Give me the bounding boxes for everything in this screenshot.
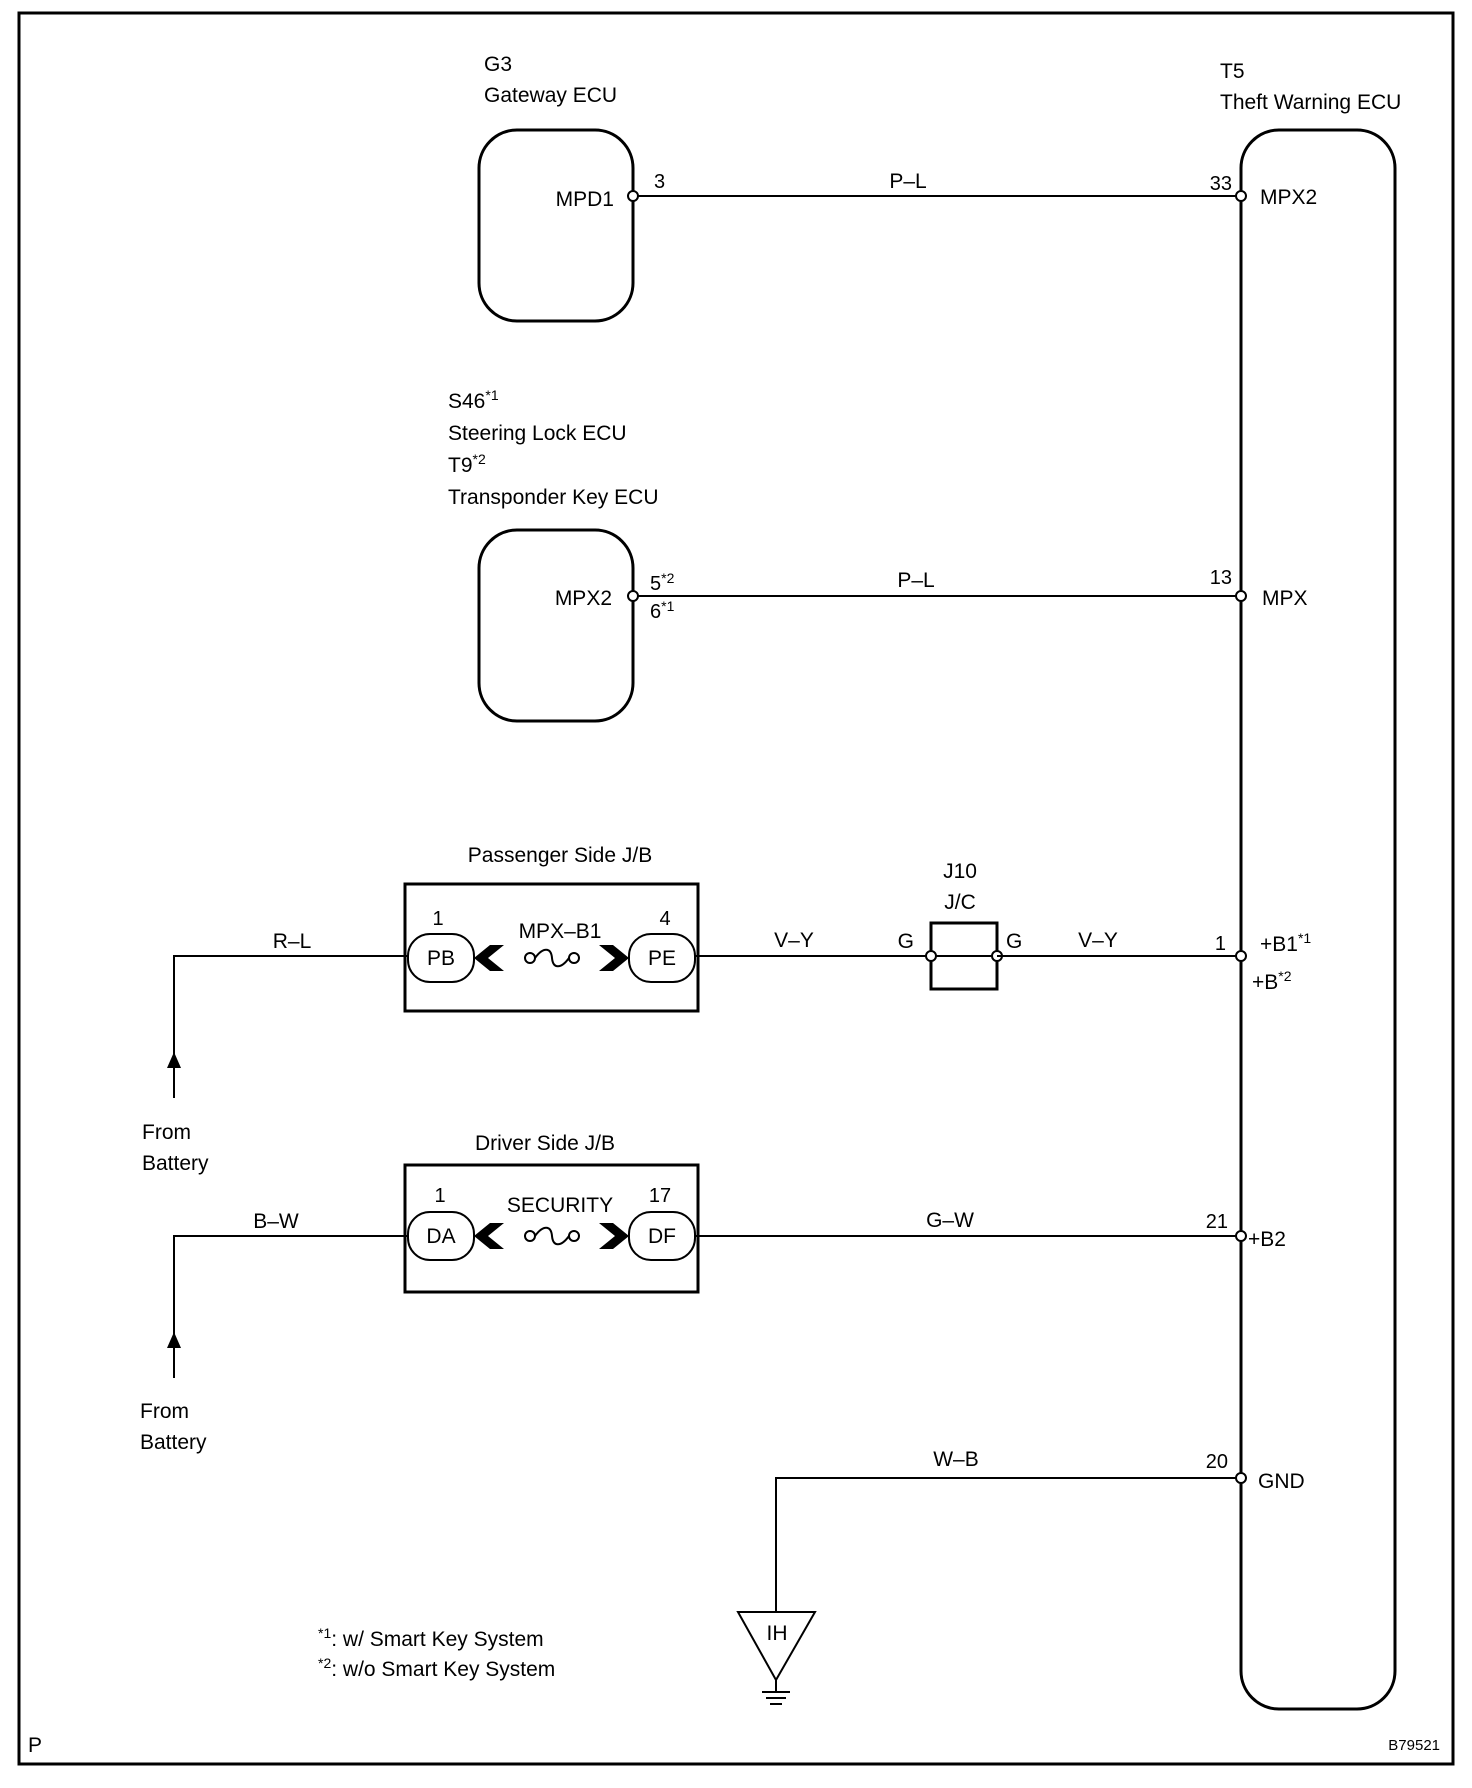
driver-jb-right-term: DF — [648, 1225, 676, 1248]
theft-term-mpx2: MPX2 — [1260, 186, 1317, 209]
theft-term-b2: +B2 — [1248, 1228, 1286, 1251]
wire-label-jc-theft: V–Y — [1078, 929, 1118, 952]
passenger-jb-left-chevron — [474, 945, 504, 971]
theft-b1-node — [1235, 950, 1247, 962]
battery1-line1: From — [142, 1121, 191, 1144]
passenger-jb-left-pin: 1 — [432, 908, 443, 930]
figure-id: B79521 — [1388, 1737, 1440, 1754]
battery2-line1: From — [140, 1400, 189, 1423]
driver-fuse-left-node — [524, 1230, 536, 1242]
ground-point-triangle — [736, 1611, 817, 1683]
theft-pin-b1: 1 — [1215, 933, 1226, 955]
driver-jb-right-chevron — [599, 1223, 629, 1249]
theft-term-mpx: MPX — [1262, 587, 1308, 610]
jc-right-term: G — [1006, 930, 1022, 953]
gateway-name: Gateway ECU — [484, 84, 617, 107]
theft-pin-mpx: 13 — [1210, 567, 1232, 589]
ground-label: IH — [767, 1622, 788, 1645]
theft-term-b: +B*2 — [1252, 968, 1292, 994]
driver-junction-block: Driver Side J/B 1 17 SECURITY DA DF — [403, 1132, 700, 1294]
driver-jb-fuse-name: SECURITY — [507, 1194, 613, 1217]
theft-pin-gnd: 20 — [1206, 1451, 1228, 1473]
jc-left-term: G — [898, 930, 914, 953]
junction-connector: J10 J/C G G — [898, 860, 1022, 991]
ground-icon — [762, 1680, 790, 1705]
theft-b2-node — [1235, 1230, 1247, 1242]
steering-name2: Transponder Key ECU — [448, 486, 658, 509]
driver-jb-left-chevron — [474, 1223, 504, 1249]
border-letter: P — [28, 1734, 42, 1757]
theft-mpx2-node — [1235, 190, 1247, 202]
passenger-jb-title: Passenger Side J/B — [468, 844, 652, 867]
theft-gnd-node — [1235, 1472, 1247, 1484]
gateway-code: G3 — [484, 53, 512, 76]
steering-pin-a: 5*2 — [650, 570, 675, 595]
steering-code1: S46*1 — [448, 387, 499, 413]
driver-fuse-right-node — [568, 1230, 580, 1242]
jc-code: J10 — [943, 860, 977, 883]
gateway-ecu-box — [477, 128, 635, 323]
gateway-terminal-node — [627, 190, 639, 202]
battery2-arrow-icon — [167, 1332, 181, 1348]
theft-term-gnd: GND — [1258, 1470, 1305, 1493]
steering-lock-ecu: S46*1 Steering Lock ECU T9*2 Transponder… — [448, 387, 675, 723]
wire-label-battery-pb: R–L — [273, 930, 312, 953]
steering-terminal: MPX2 — [555, 587, 612, 610]
theft-warning-ecu: T5 Theft Warning ECU 33 MPX2 13 MPX 1 +B… — [1206, 60, 1401, 1711]
passenger-fuse-right-node — [568, 952, 580, 964]
theft-ecu-box — [1239, 128, 1397, 1711]
note-1: *1: w/ Smart Key System — [318, 1625, 544, 1651]
battery2-line2: Battery — [140, 1431, 207, 1454]
wire-label-battery-da: B–W — [253, 1210, 299, 1233]
theft-pin-b2: 21 — [1206, 1211, 1228, 1233]
diagram-border — [17, 11, 1455, 1766]
gateway-terminal: MPD1 — [556, 188, 614, 211]
battery1-arrow-icon — [167, 1052, 181, 1068]
theft-pin-mpx2: 33 — [1210, 173, 1232, 195]
passenger-fuse-symbol — [534, 948, 570, 968]
wire-ground — [775, 1477, 1241, 1612]
steering-name1: Steering Lock ECU — [448, 422, 627, 445]
jc-name: J/C — [944, 891, 976, 914]
steering-ecu-box — [477, 528, 635, 723]
passenger-junction-block: Passenger Side J/B 1 4 MPX–B1 PB PE — [403, 844, 700, 1013]
gateway-ecu: G3 Gateway ECU MPD1 3 — [477, 53, 665, 323]
driver-jb-title: Driver Side J/B — [475, 1132, 615, 1155]
wire-label-ground: W–B — [933, 1448, 979, 1471]
theft-term-b1: +B1*1 — [1260, 930, 1311, 956]
driver-jb-box — [403, 1163, 700, 1294]
wire-label-df-theft: G–W — [926, 1209, 974, 1232]
jc-left-node — [925, 950, 937, 962]
driver-jb-left-term: DA — [426, 1225, 455, 1248]
passenger-jb-box — [403, 882, 700, 1013]
steering-terminal-node — [627, 590, 639, 602]
passenger-jb-right-pin: 4 — [659, 908, 670, 930]
wire-label-steering-theft: P–L — [897, 569, 934, 592]
theft-name: Theft Warning ECU — [1220, 91, 1401, 114]
passenger-jb-left-term: PB — [427, 947, 455, 970]
driver-fuse-symbol — [534, 1226, 570, 1246]
steering-pin-b: 6*1 — [650, 598, 675, 623]
gateway-pin: 3 — [654, 171, 665, 193]
passenger-jb-fuse-name: MPX–B1 — [519, 920, 602, 943]
battery1-line2: Battery — [142, 1152, 209, 1175]
passenger-jb-right-chevron — [599, 945, 629, 971]
steering-code2: T9*2 — [448, 451, 486, 477]
theft-mpx-node — [1235, 590, 1247, 602]
wire-label-gateway-theft: P–L — [889, 170, 926, 193]
wire-battery-da — [173, 1235, 408, 1378]
passenger-fuse-left-node — [524, 952, 536, 964]
theft-code: T5 — [1220, 60, 1245, 83]
note-2: *2: w/o Smart Key System — [318, 1655, 555, 1681]
driver-jb-left-pin: 1 — [434, 1185, 445, 1207]
wire-battery-pb — [173, 955, 408, 1098]
wire-label-pe-jc: V–Y — [774, 929, 814, 952]
driver-jb-right-pin: 17 — [649, 1185, 671, 1207]
passenger-jb-right-term: PE — [648, 947, 676, 970]
